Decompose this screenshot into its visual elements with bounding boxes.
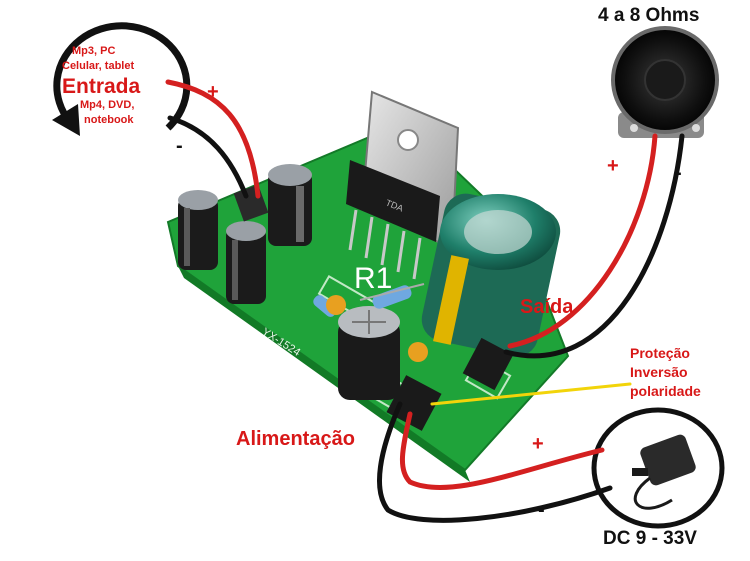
protection-line-1: Proteção <box>630 345 690 361</box>
input-minus-sign: - <box>176 135 183 157</box>
power-minus-sign: - <box>538 499 545 521</box>
capacitor-left-2 <box>226 221 266 304</box>
resistor-r1 <box>359 283 425 309</box>
output-label: Saída <box>520 296 574 318</box>
output-connector <box>462 337 514 391</box>
wires <box>165 79 685 523</box>
input-sources-bottom-1: Mp4, DVD, <box>80 99 135 111</box>
speaker-plus-sign: + <box>607 155 619 177</box>
protection-line-2: Inversão <box>630 364 688 380</box>
input-title: Entrada <box>62 75 141 98</box>
input-sources-bottom-2: notebook <box>84 114 134 126</box>
capacitor-left-1 <box>178 190 218 270</box>
input-sources-mid: Celular, tablet <box>62 60 135 72</box>
speaker-label: 4 a 8 Ohms <box>598 5 700 26</box>
power-connector <box>386 375 442 431</box>
input-plus-sign: + <box>207 81 219 103</box>
input-source-circle-icon <box>52 22 191 136</box>
adapter-label: DC 9 - 33V <box>603 528 697 549</box>
ceramic-capacitor-2 <box>408 342 428 362</box>
resistor-r1-label: R1 <box>354 262 393 295</box>
power-plus-sign: + <box>532 433 544 455</box>
amplifier-ic: TDA <box>346 160 440 280</box>
ceramic-capacitor-1 <box>326 295 346 315</box>
capacitor-left-3 <box>268 164 312 246</box>
capacitor-large <box>421 193 561 357</box>
power-label: Alimentação <box>236 428 355 450</box>
capacitor-bottom <box>338 306 400 400</box>
power-adapter-icon <box>591 407 725 529</box>
protection-line-3: polaridade <box>630 383 701 399</box>
speaker-minus-sign: - <box>675 162 682 184</box>
speaker-icon <box>611 26 719 138</box>
input-sources-top: Mp3, PC <box>72 45 116 57</box>
